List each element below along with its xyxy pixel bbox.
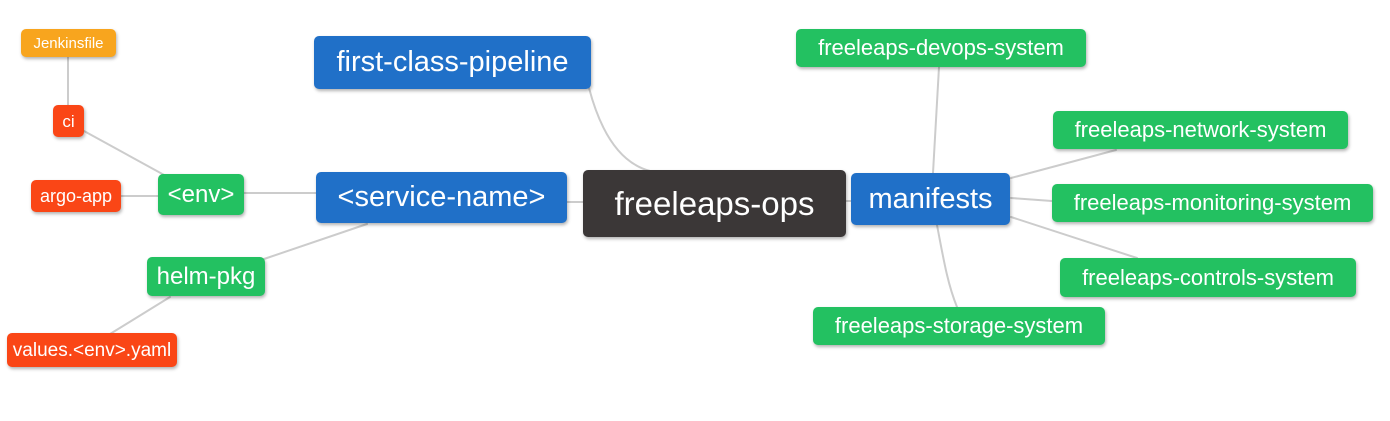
edge-manifests-to-freeleaps-controls-system [1010,216,1138,259]
edge-manifests-to-freeleaps-monitoring-system [1010,197,1053,202]
node-argo-app[interactable]: argo-app [31,180,121,212]
node-helm-pkg[interactable]: helm-pkg [147,257,265,296]
node-service-name[interactable]: <service-name> [316,172,567,223]
node-freeleaps-devops-system[interactable]: freeleaps-devops-system [796,29,1086,67]
edge-manifests-to-freeleaps-network-system [1010,149,1117,179]
node-env[interactable]: <env> [158,174,244,215]
node-jenkinsfile[interactable]: Jenkinsfile [21,29,116,57]
edge-manifests-to-freeleaps-storage-system [936,224,958,308]
node-freeleaps-storage-system[interactable]: freeleaps-storage-system [813,307,1105,345]
node-manifests[interactable]: manifests [851,173,1010,225]
node-ci[interactable]: ci [53,105,84,137]
node-freeleaps-monitoring-system[interactable]: freeleaps-monitoring-system [1052,184,1373,222]
node-freeleaps-network-system[interactable]: freeleaps-network-system [1053,111,1348,149]
node-freeleaps-controls-system[interactable]: freeleaps-controls-system [1060,258,1356,297]
node-values-env-yaml[interactable]: values.<env>.yaml [7,333,177,367]
node-first-class-pipeline[interactable]: first-class-pipeline [314,36,591,89]
edge-manifests-to-freeleaps-devops-system [932,66,940,174]
edge-ci-to-env [83,130,167,177]
edge-values-env-yaml-to-helm-pkg [109,296,171,335]
edge-helm-pkg-to-service-name [263,223,368,260]
node-freeleaps-ops[interactable]: freeleaps-ops [583,170,846,237]
edge-first-class-pipeline-to-freeleaps-ops [588,87,651,172]
